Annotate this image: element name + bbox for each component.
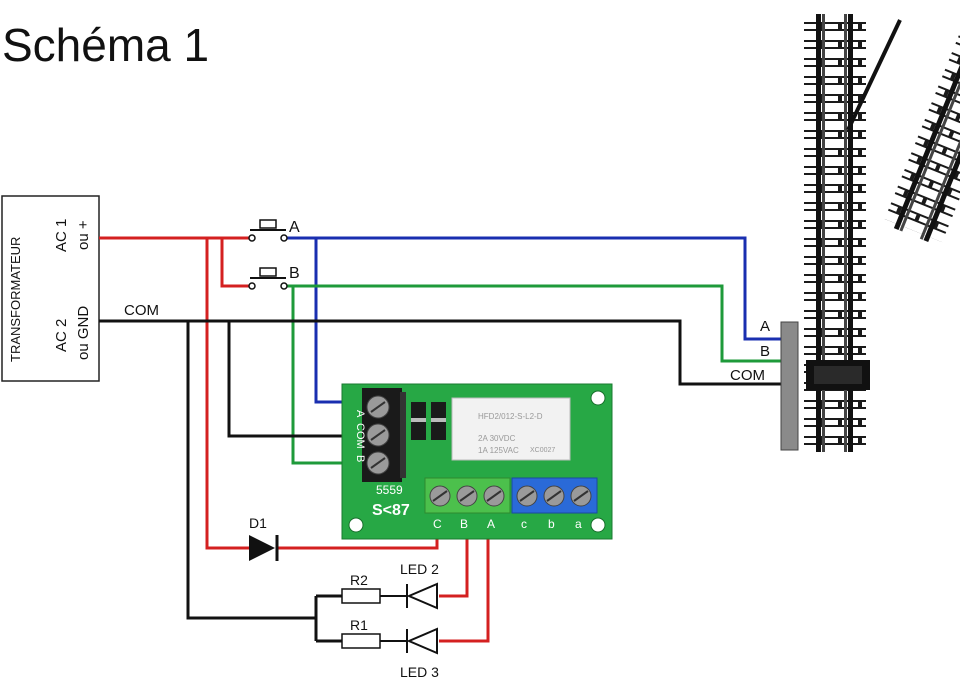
input-a-label: A — [354, 410, 366, 418]
output-c-lower-label: c — [521, 517, 527, 531]
relay-board: A COM B HFD2/012-S-L2-D 2A 30VDC 1A 125V… — [341, 383, 613, 540]
ac1-label: AC 1 — [53, 219, 70, 252]
ac2-label: AC 2 — [53, 319, 70, 352]
black-wires — [99, 319, 781, 643]
r1-label: R1 — [350, 617, 368, 633]
com-wire-label: COM — [124, 302, 159, 319]
track-com-label: COM — [730, 367, 765, 384]
blue-wire — [284, 236, 781, 404]
relay-rating-1: 2A 30VDC — [478, 434, 516, 443]
input-com-label: COM — [354, 423, 366, 449]
green-wire — [284, 284, 781, 465]
page-title: Schéma 1 — [2, 19, 210, 71]
output-c-label: C — [433, 517, 442, 531]
button-b-label: B — [289, 265, 300, 282]
button-a-label: A — [289, 219, 300, 236]
board-model: 5559 — [376, 483, 403, 497]
red-wires — [99, 236, 490, 643]
relay-model: HFD2/012-S-L2-D — [478, 412, 543, 421]
output-b-lower-label: b — [548, 517, 555, 531]
led3-label: LED 3 — [400, 664, 439, 680]
push-button-b[interactable]: B — [248, 265, 300, 290]
ac2-sub-label: ou GND — [75, 306, 92, 360]
input-terminal-block — [362, 388, 406, 482]
relay-code: XC0027 — [530, 447, 555, 454]
output-terminal-green — [424, 477, 511, 514]
output-a-lower-label: a — [575, 517, 582, 531]
track-a-label: A — [760, 318, 770, 335]
led-3: LED 3 — [400, 627, 439, 680]
diode-d1: D1 — [249, 515, 279, 561]
d1-label: D1 — [249, 515, 267, 531]
board-brand: S<87 — [372, 502, 410, 519]
output-terminal-blue — [511, 477, 598, 514]
track-connector: A B COM — [730, 318, 799, 451]
r2-label: R2 — [350, 572, 368, 588]
diverging-track — [884, 5, 960, 243]
resistor-r2: R2 — [341, 572, 406, 604]
output-a-label: A — [487, 517, 495, 531]
resistor-r1: R1 — [341, 617, 406, 649]
ac1-sub-label: ou + — [75, 220, 92, 250]
input-b-label: B — [354, 455, 366, 462]
relay: HFD2/012-S-L2-D 2A 30VDC 1A 125VAC XC002… — [451, 397, 571, 461]
led-2: LED 2 — [400, 561, 439, 610]
led2-label: LED 2 — [400, 561, 439, 577]
push-button-a[interactable]: A — [248, 219, 300, 242]
track-b-label: B — [760, 343, 770, 360]
railway-turnout — [804, 5, 960, 452]
output-b-label: B — [460, 517, 468, 531]
transformer: TRANSFORMATEUR AC 1 ou + AC 2 ou GND — [1, 195, 100, 382]
transformer-label: TRANSFORMATEUR — [8, 237, 23, 362]
relay-rating-2: 1A 125VAC — [478, 446, 519, 455]
